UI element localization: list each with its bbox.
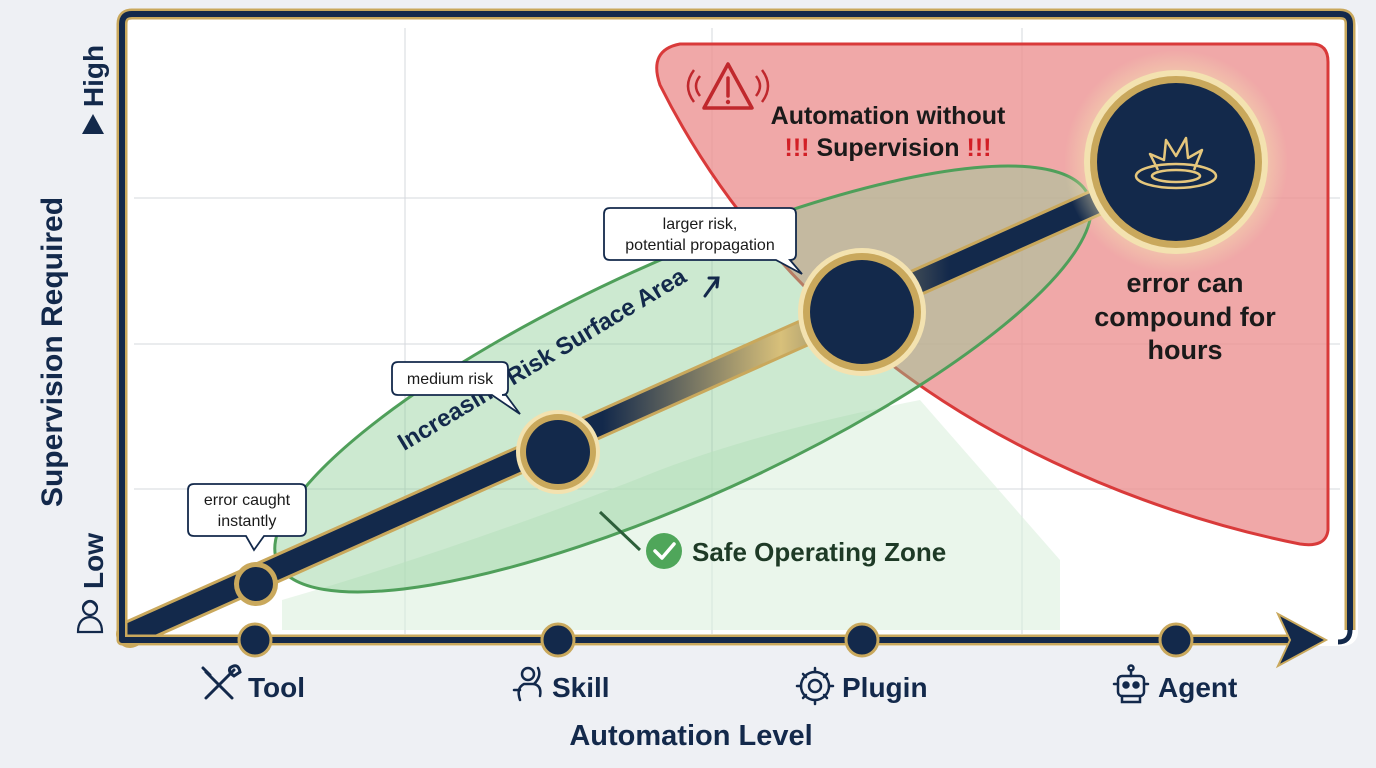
safe-zone-wash (282, 400, 1060, 630)
check-circle-icon (646, 533, 682, 569)
x-axis-arrowhead (1275, 611, 1329, 669)
x-marker-skill (540, 622, 576, 658)
level-node-plugin (798, 248, 926, 376)
level-node-tool (234, 562, 278, 606)
danger-zone-line2: !!! Supervision !!! (785, 134, 992, 162)
x-label-tool: Tool (248, 672, 305, 703)
level-node-skill (516, 410, 600, 494)
danger-marks-right: !!! (967, 134, 992, 162)
y-axis-high-label: High (78, 45, 109, 107)
danger-marks-left: !!! (785, 134, 810, 162)
x-axis-markers (237, 622, 1194, 658)
danger-zone-line1: Automation without (771, 102, 1006, 130)
x-label-agent: Agent (1158, 672, 1237, 703)
outcome-line2: compound for (1094, 302, 1276, 332)
callout-skill: medium risk (391, 361, 521, 415)
x-marker-plugin (844, 622, 880, 658)
callout-skill-line1: medium risk (407, 371, 494, 388)
safe-zone-connector (598, 510, 642, 552)
x-marker-tool (237, 622, 273, 658)
x-label-plugin: Plugin (842, 672, 928, 703)
x-marker-agent (1158, 622, 1194, 658)
callout-tool: error caught instantly (187, 483, 307, 552)
outcome-line1: error can (1126, 268, 1243, 298)
gear-wrench-icon (795, 666, 835, 706)
safe-zone-label: Safe Operating Zone (692, 537, 946, 567)
y-axis-title: Supervision Required (36, 197, 69, 507)
frame (119, 11, 1353, 643)
callout-tool-line2: instantly (218, 513, 277, 530)
wrench-screwdriver-icon (201, 664, 242, 700)
level-node-agent (1064, 50, 1288, 274)
flexing-person-icon (512, 666, 542, 702)
frame-corner (1337, 629, 1353, 645)
warning-triangle-icon (686, 62, 770, 110)
callout-plugin-line2: potential propagation (625, 237, 774, 254)
progression-band (119, 154, 1191, 645)
x-axis-title: Automation Level (569, 720, 812, 752)
y-axis-arrowhead (82, 114, 104, 134)
callout-plugin: larger risk, potential propagation (603, 207, 803, 275)
danger-zone-supervision: Supervision (816, 134, 959, 162)
supervisor-person-icon (76, 599, 104, 634)
y-axis-low-label: Low (78, 533, 109, 589)
outcome-line3: hours (1147, 335, 1222, 365)
explosion-icon (1134, 136, 1218, 190)
x-label-skill: Skill (552, 672, 610, 703)
robot-icon (1112, 664, 1150, 704)
risk-arrow-icon (703, 276, 720, 298)
callout-tool-line1: error caught (204, 492, 291, 509)
callout-plugin-line1: larger risk, (663, 216, 738, 233)
